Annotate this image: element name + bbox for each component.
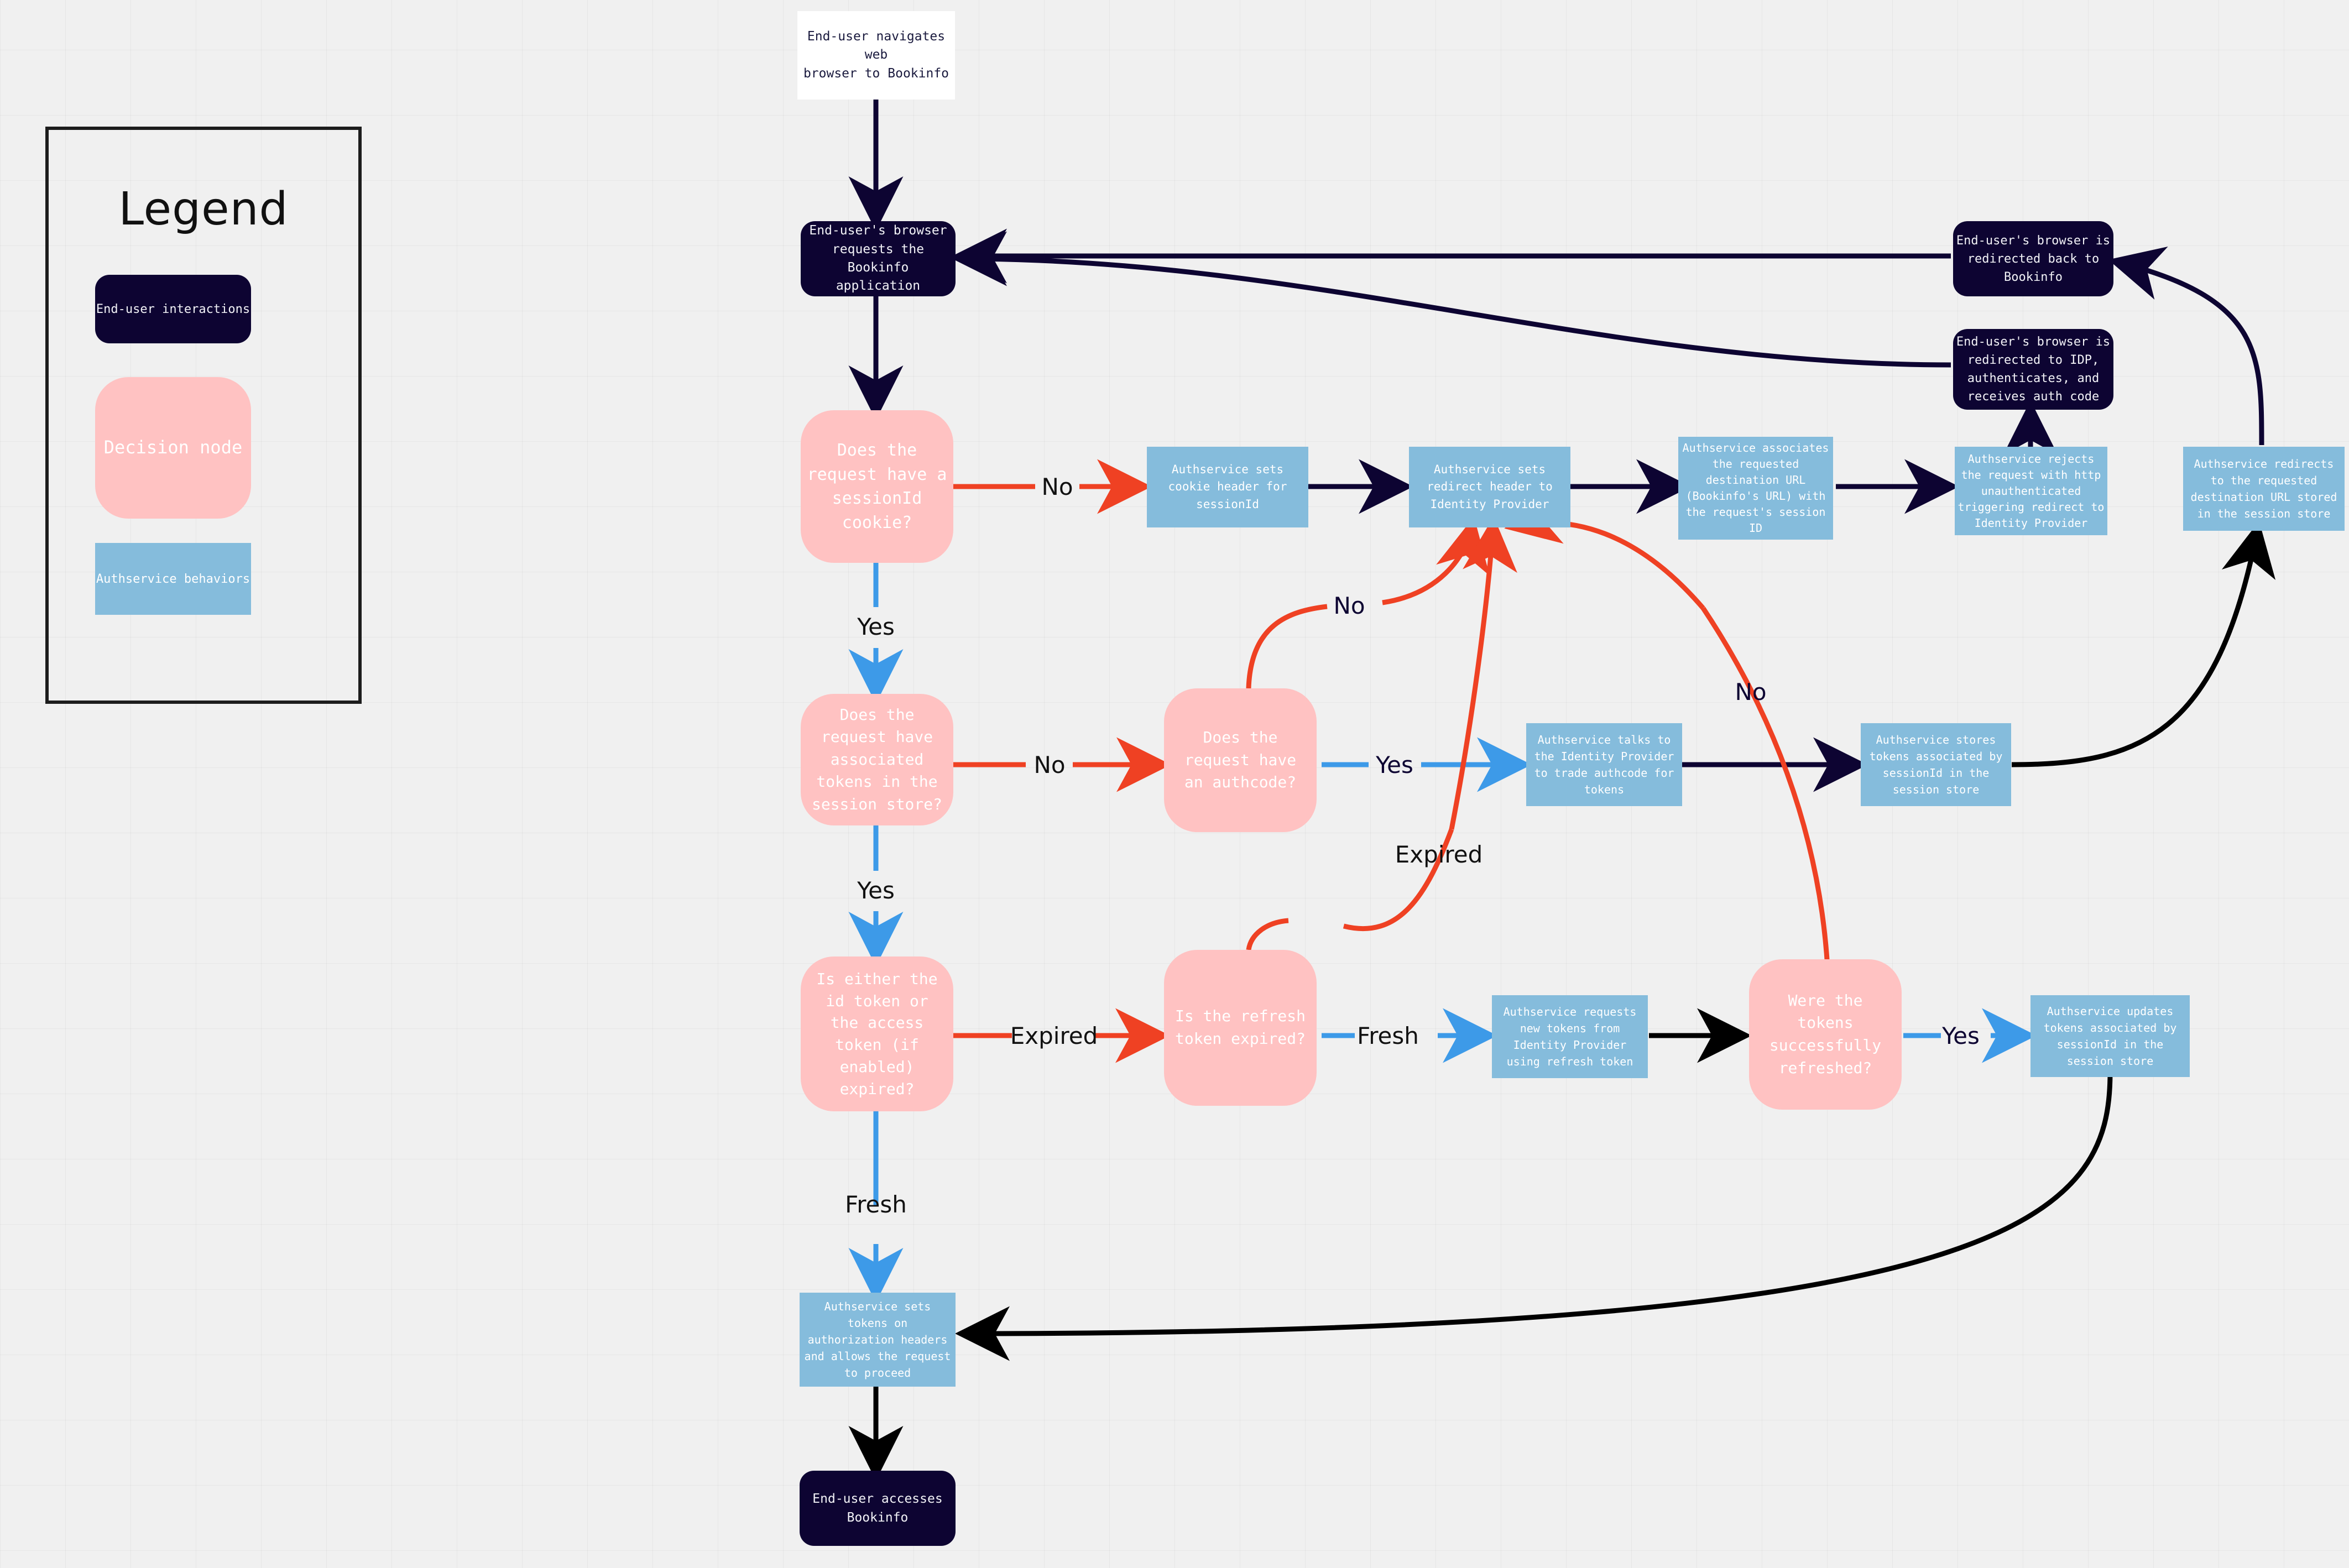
edge-store-tokens-to-redirect-dest	[2011, 521, 2276, 767]
node-decision-refresh-token-expired-label: Is the refresh token expired?	[1174, 1007, 1306, 1048]
node-browser-requests-bookinfo: End-user's browser requests the Bookinfo…	[801, 221, 956, 296]
edge-label-refresh-expired-text: Expired	[1395, 840, 1483, 868]
node-auth-request-new-tokens-label: Authservice requests new tokens from Ide…	[1503, 1005, 1637, 1068]
edge-refresh-expired-c	[1449, 516, 1517, 830]
edge-label-token-fresh: Fresh	[842, 1185, 910, 1224]
node-auth-reject-request-label: Authservice rejects the request with htt…	[1958, 452, 2105, 530]
node-auth-redirect-destination-label: Authservice redirects to the requested d…	[2190, 457, 2337, 520]
edge-label-refresh-fresh-text: Fresh	[1357, 1022, 1419, 1049]
legend-item-end-user-label: End-user interactions	[96, 302, 250, 316]
edge-refreshed-no-b	[1504, 490, 1705, 610]
edge-label-refreshed-no-text: No	[1735, 678, 1767, 705]
edge-label-authcode-no: No	[1326, 586, 1372, 625]
node-auth-set-redirect-header: Authservice sets redirect header to Iden…	[1409, 447, 1570, 527]
edge-label-token-expired: Expired	[1010, 1016, 1098, 1055]
edge-label-authcode-yes-text: Yes	[1376, 751, 1413, 778]
edge-label-refresh-fresh: Fresh	[1354, 1016, 1422, 1055]
edge-label-cookie-yes-text: Yes	[857, 613, 895, 640]
edge-label-tokens-no: No	[1026, 745, 1073, 784]
edge-label-refreshed-yes-text: Yes	[1942, 1022, 1980, 1049]
edge-label-refresh-expired: Expired	[1393, 835, 1484, 874]
node-auth-set-auth-headers: Authservice sets tokens on authorization…	[800, 1293, 956, 1387]
edge-label-authcode-no-text: No	[1333, 592, 1365, 619]
edge-label-refreshed-no: No	[1727, 672, 1774, 711]
node-decision-tokens-in-store: Does the request have associated tokens …	[801, 694, 953, 825]
node-auth-trade-authcode-label: Authservice talks to the Identity Provid…	[1534, 733, 1674, 796]
node-auth-update-tokens: Authservice updates tokens associated by…	[2030, 995, 2190, 1077]
node-browser-requests-bookinfo-label: End-user's browser requests the Bookinfo…	[809, 223, 947, 294]
edge-label-token-fresh-text: Fresh	[845, 1190, 907, 1218]
node-auth-set-cookie-header: Authservice sets cookie header for sessi…	[1147, 447, 1308, 527]
legend-item-end-user: End-user interactions	[95, 275, 251, 343]
edge-refresh-expired-a	[1246, 918, 1289, 950]
edge-label-tokens-yes-text: Yes	[857, 876, 895, 904]
node-auth-request-new-tokens: Authservice requests new tokens from Ide…	[1492, 995, 1648, 1078]
legend-item-authservice-label: Authservice behaviors	[96, 572, 250, 586]
node-start-navigate-label: End-user navigates web browser to Bookin…	[803, 29, 949, 81]
edge-authcode-no-b	[1382, 516, 1490, 605]
node-decision-has-authcode: Does the request have an authcode?	[1164, 688, 1317, 832]
node-browser-redirected-idp: End-user's browser is redirected to IDP,…	[1953, 329, 2113, 410]
node-auth-associate-destination-url-label: Authservice associates the requested des…	[1682, 441, 1829, 535]
edge-label-cookie-yes: Yes	[849, 607, 902, 646]
node-auth-store-tokens: Authservice stores tokens associated by …	[1861, 723, 2011, 806]
node-decision-tokens-refreshed: Were the tokens successfully refreshed?	[1749, 959, 1902, 1110]
node-decision-tokens-in-store-label: Does the request have associated tokens …	[811, 705, 942, 813]
node-decision-tokens-refreshed-label: Were the tokens successfully refreshed?	[1769, 991, 1882, 1077]
node-decision-session-cookie: Does the request have a sessionId cookie…	[801, 410, 953, 563]
node-auth-set-redirect-header-label: Authservice sets redirect header to Iden…	[1427, 462, 1553, 511]
node-decision-token-expired: Is either the id token or the access tok…	[801, 957, 953, 1111]
node-browser-redirected-back: End-user's browser is redirected back to…	[1953, 221, 2113, 296]
legend-item-decision: Decision node	[95, 377, 251, 519]
edge-label-token-expired-text: Expired	[1010, 1022, 1098, 1049]
edge-updatetokens-to-setheaders	[955, 1072, 2113, 1361]
node-auth-reject-request: Authservice rejects the request with htt…	[1955, 447, 2107, 535]
edge-redirect-dest-to-redirected-back	[2108, 246, 2264, 446]
edge-label-cookie-no: No	[1035, 467, 1079, 506]
node-auth-trade-authcode: Authservice talks to the Identity Provid…	[1526, 723, 1682, 806]
node-start-navigate: End-user navigates web browser to Bookin…	[797, 11, 955, 100]
legend-item-decision-label: Decision node	[103, 437, 243, 458]
node-decision-refresh-token-expired: Is the refresh token expired?	[1164, 950, 1317, 1106]
edge-refresh-expired-b	[1343, 828, 1454, 931]
edge-label-refreshed-yes: Yes	[1934, 1016, 1987, 1055]
node-end-user-accesses-bookinfo-label: End-user accesses Bookinfo	[812, 1491, 943, 1525]
edge-authcode-no-a	[1246, 604, 1328, 689]
edge-refreshed-no-a	[1701, 607, 1830, 968]
edge-label-cookie-no-text: No	[1041, 473, 1073, 500]
node-auth-store-tokens-label: Authservice stores tokens associated by …	[1869, 733, 2003, 796]
node-auth-set-auth-headers-label: Authservice sets tokens on authorization…	[804, 1300, 951, 1379]
edge-label-tokens-yes: Yes	[849, 871, 902, 910]
node-end-user-accesses-bookinfo: End-user accesses Bookinfo	[800, 1471, 956, 1546]
edge-label-tokens-no-text: No	[1033, 751, 1066, 778]
node-decision-token-expired-label: Is either the id token or the access tok…	[816, 969, 938, 1098]
node-browser-redirected-back-label: End-user's browser is redirected back to…	[1956, 233, 2111, 284]
edge-label-authcode-yes: Yes	[1368, 745, 1421, 784]
edge-idp-to-browser-requests	[952, 231, 1951, 368]
node-decision-has-authcode-label: Does the request have an authcode?	[1184, 728, 1297, 792]
node-browser-redirected-idp-label: End-user's browser is redirected to IDP,…	[1956, 335, 2111, 404]
legend-title: Legend	[118, 183, 289, 236]
node-auth-set-cookie-header-label: Authservice sets cookie header for sessi…	[1168, 462, 1287, 511]
node-auth-update-tokens-label: Authservice updates tokens associated by…	[2043, 1005, 2177, 1068]
node-auth-associate-destination-url: Authservice associates the requested des…	[1678, 437, 1833, 540]
legend-panel: Legend End-user interactions Decision no…	[45, 127, 362, 704]
node-decision-session-cookie-label: Does the request have a sessionId cookie…	[807, 441, 947, 532]
node-auth-redirect-destination: Authservice redirects to the requested d…	[2183, 447, 2345, 531]
legend-item-authservice: Authservice behaviors	[95, 543, 251, 615]
